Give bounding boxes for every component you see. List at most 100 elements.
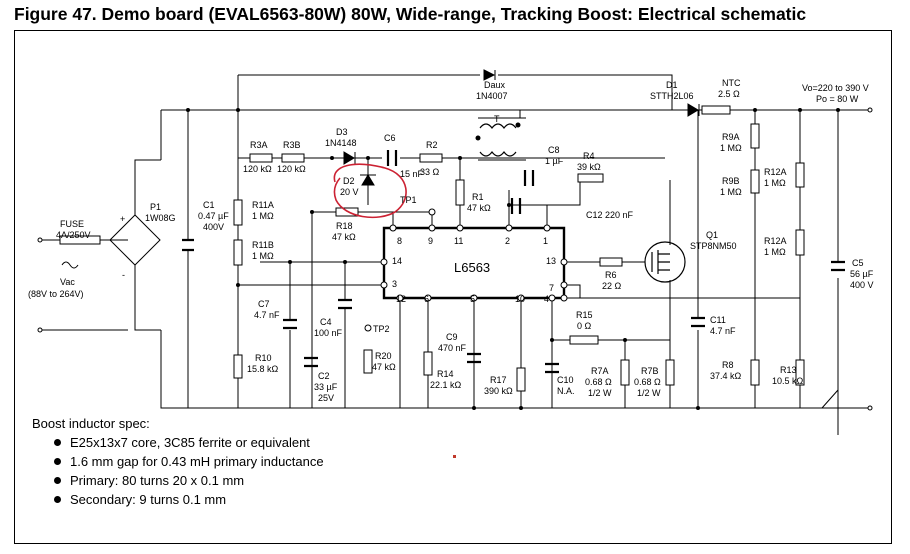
label-r1: R1 (472, 192, 484, 202)
ic-pin-6: 6 (424, 294, 429, 304)
label-tp2: TP2 (373, 324, 390, 334)
label-tp1: TP1 (400, 195, 417, 205)
label-c4: C4 (320, 317, 332, 327)
label-d1-val: STTH2L06 (650, 91, 694, 101)
label-r18: R18 (336, 221, 353, 231)
label-r8: R8 (722, 360, 734, 370)
label-r4: R4 (583, 151, 595, 161)
label-r7b: R7B (641, 366, 659, 376)
spec-item: Secondary: 9 turns 0.1 mm (48, 490, 324, 509)
spec-item: Primary: 80 turns 20 x 0.1 mm (48, 471, 324, 490)
stray-mark (453, 455, 456, 458)
label-r11a: R11A (252, 200, 274, 210)
figure-frame (14, 30, 892, 544)
label-r18-val: 47 kΩ (332, 232, 356, 242)
label-r6-val: 22 Ω (602, 281, 622, 291)
label-ntc-val: 2.5 Ω (718, 89, 740, 99)
label-r10: R10 (255, 353, 272, 363)
annotation-circle (333, 163, 407, 219)
label-d3: D3 (336, 127, 348, 137)
label-r3a-val: 120 kΩ (243, 164, 272, 174)
label-p1: P1 (150, 202, 161, 212)
label-c1-v: 400V (203, 222, 224, 232)
label-r11a-val: 1 MΩ (252, 211, 274, 221)
label-r9a: R9A (722, 132, 740, 142)
label-c5: C5 (852, 258, 864, 268)
label-c2: C2 (318, 371, 330, 381)
label-r13-val: 10.5 kΩ (772, 376, 804, 386)
label-daux: Daux (484, 80, 506, 90)
label-c6-val: 15 nF (400, 169, 424, 179)
ic-pin-11: 11 (454, 236, 463, 246)
label-c7-val: 4.7 nF (254, 310, 280, 320)
label-d2: D2 (343, 176, 355, 186)
label-vac: Vac (60, 277, 75, 287)
label-c10-val: N.A. (557, 386, 575, 396)
label-r12a-bot-val: 1 MΩ (764, 247, 786, 257)
label-c4-val: 100 nF (314, 328, 343, 338)
label-r11b: R11B (252, 240, 274, 250)
label-r3b: R3B (283, 140, 301, 150)
spec-item: E25x13x7 core, 3C85 ferrite or equivalen… (48, 433, 324, 452)
label-r12a-bot: R12A (764, 236, 787, 246)
label-c10: C10 (557, 375, 574, 385)
ic-pin-3: 3 (392, 279, 397, 289)
label-c11: C11 (710, 315, 726, 325)
label-p1-val: 1W08G (145, 213, 176, 223)
ic-pin-9: 9 (428, 236, 433, 246)
ic-pin-2: 2 (505, 236, 510, 246)
ic-pin-1: 1 (543, 236, 548, 246)
label-transformer: T (494, 114, 500, 124)
label-c8: C8 (548, 145, 560, 155)
label-d3-val: 1N4148 (325, 138, 357, 148)
label-c6: C6 (384, 133, 396, 143)
ic-pin-8: 8 (397, 236, 402, 246)
label-c11-val: 4.7 nF (710, 326, 736, 336)
label-r14-val: 22.1 kΩ (430, 380, 462, 390)
label-c1-val: 0.47 µF (198, 211, 229, 221)
ic-pin-13: 13 (546, 256, 556, 266)
label-c5-v: 400 V (850, 280, 874, 290)
label-fuse: FUSE (60, 219, 84, 229)
label-r14: R14 (437, 369, 454, 379)
spec-item: 1.6 mm gap for 0.43 mH primary inductanc… (48, 452, 324, 471)
label-r1-val: 47 kΩ (467, 203, 491, 213)
label-ntc: NTC (722, 78, 741, 88)
label-vo: Vo=220 to 390 V (802, 83, 869, 93)
label-d1: D1 (666, 80, 678, 90)
label-r17: R17 (490, 375, 507, 385)
label-daux-val: 1N4007 (476, 91, 508, 101)
ic-pin-12: 12 (396, 294, 406, 304)
ic-pin-7: 7 (549, 283, 554, 293)
label-r11b-val: 1 MΩ (252, 251, 274, 261)
label-r15-val: 0 Ω (577, 321, 592, 331)
label-c1: C1 (203, 200, 215, 210)
ic-pin-10: 10 (515, 294, 525, 304)
label-q1-val: STP8NM50 (690, 241, 737, 251)
label-r10-val: 15.8 kΩ (247, 364, 279, 374)
label-r20-val: 47 kΩ (372, 362, 396, 372)
label-r3b-val: 120 kΩ (277, 164, 306, 174)
label-r13: R13 (780, 365, 797, 375)
label-c7: C7 (258, 299, 270, 309)
spec-title: Boost inductor spec: (32, 416, 150, 431)
label-r2: R2 (426, 140, 438, 150)
label-r9a-val: 1 MΩ (720, 143, 742, 153)
label-r6: R6 (605, 270, 617, 280)
label-fuse-val: 4A/250V (56, 230, 91, 240)
ic-pin-14: 14 (392, 256, 402, 266)
label-r7b-w: 1/2 W (637, 388, 661, 398)
label-bridge-minus: - (122, 270, 125, 280)
label-r12a-top-val: 1 MΩ (764, 178, 786, 188)
label-d2-val: 20 V (340, 187, 359, 197)
ic-pin-5: 5 (470, 294, 475, 304)
ic-name: L6563 (454, 260, 490, 275)
label-r7a-w: 1/2 W (588, 388, 612, 398)
label-r7a-val: 0.68 Ω (585, 377, 612, 387)
label-c2-val: 33 µF (314, 382, 338, 392)
label-c2-v: 25V (318, 393, 334, 403)
label-q1: Q1 (706, 230, 718, 240)
label-r7b-val: 0.68 Ω (634, 377, 661, 387)
inductor-spec: Boost inductor spec: E25x13x7 core, 3C85… (32, 414, 324, 509)
